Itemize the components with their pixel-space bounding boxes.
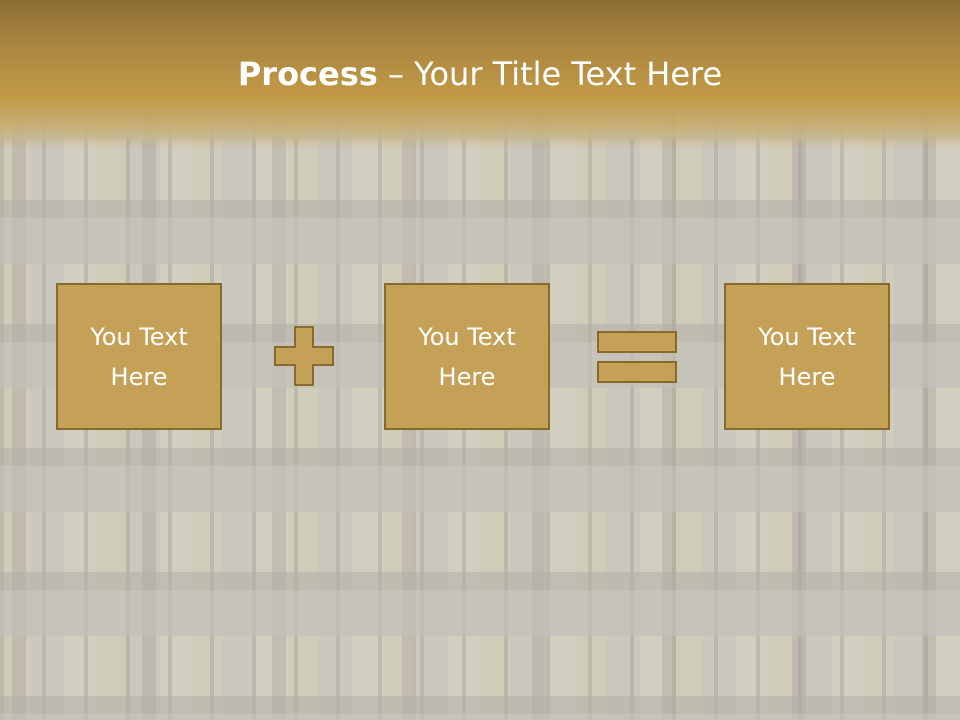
- process-box-2-label: You Text Here: [407, 317, 527, 397]
- process-box-3-line1: You Text: [758, 322, 856, 351]
- process-box-1-line1: You Text: [90, 322, 188, 351]
- process-box-3-line2: Here: [778, 362, 836, 391]
- process-box-3[interactable]: You Text Here: [724, 283, 890, 430]
- process-box-3-label: You Text Here: [747, 317, 867, 397]
- title-band: [0, 0, 960, 150]
- title-bold-text: Process: [237, 55, 378, 93]
- equals-icon: [597, 331, 677, 383]
- process-box-1-line2: Here: [110, 362, 168, 391]
- process-box-1[interactable]: You Text Here: [56, 283, 222, 430]
- plus-icon: [274, 326, 334, 386]
- title-rest-text: – Your Title Text Here: [377, 55, 723, 93]
- slide-title[interactable]: Process – Your Title Text Here: [0, 52, 960, 96]
- process-box-2[interactable]: You Text Here: [384, 283, 550, 430]
- process-box-2-line2: Here: [438, 362, 496, 391]
- process-box-2-line1: You Text: [418, 322, 516, 351]
- process-box-1-label: You Text Here: [79, 317, 199, 397]
